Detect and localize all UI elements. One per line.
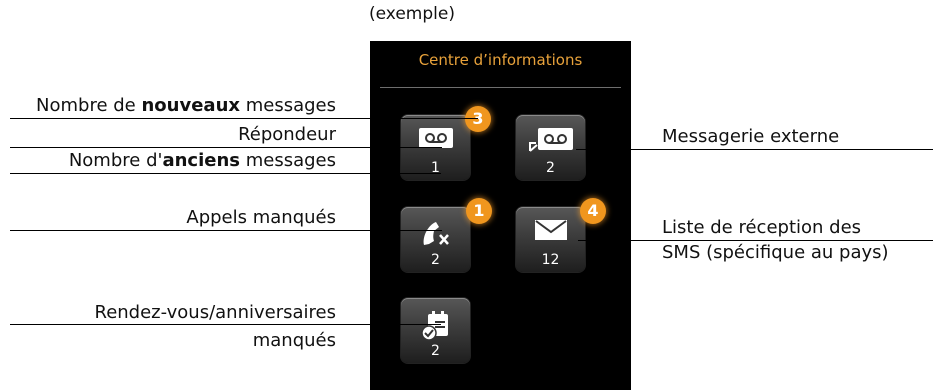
voicemail-icon [418,128,453,148]
tile-count: 2 [431,252,440,268]
tile-missed-calls[interactable]: 2 [401,207,470,272]
label-sms-line1: Liste de réception des [662,217,862,238]
tile-sms-inbox[interactable]: 12 [516,207,585,272]
tile-count: 1 [431,160,440,176]
label-old-messages: Nombre d'anciens messages [68,150,336,171]
tile-count: 2 [431,343,440,359]
missed-calls-badge: 1 [466,198,492,224]
label-sms-line2: SMS (spécifique au pays) [662,242,889,263]
label-missed-calls: Appels manqués [186,207,336,228]
label-appointments-line1: Rendez-vous/anniversaires [94,302,337,323]
tile-missed-appointments[interactable]: 2 [401,298,470,363]
sms-badge: 4 [580,198,606,224]
label-new-messages: Nombre de nouveaux messages [36,95,336,116]
leader-external-voicemail [576,149,933,150]
caption: (exemple) [369,4,455,24]
leader-old-messages [10,173,441,174]
leader-appointments [10,324,441,325]
missed-call-icon [423,222,449,245]
tile-count: 12 [541,252,560,268]
calendar-icon [420,311,448,341]
label-appointments-line2: manqués [252,330,336,351]
label-external-voicemail: Messagerie externe [662,126,840,147]
external-voicemail-icon [528,128,573,152]
label-answering-machine: Répondeur [238,124,336,145]
tile-count: 2 [546,160,555,176]
screen-title: Centre d’informations [418,51,583,69]
screen-divider [380,87,621,88]
leader-sms [578,240,933,241]
leader-missed-calls [10,230,442,231]
device-screen: Centre d’informations 1 3 2 2 1 [370,41,631,390]
leader-new-messages [10,118,478,119]
leader-answering-machine [10,147,442,148]
new-messages-badge: 3 [465,106,491,132]
tile-external-voicemail[interactable]: 2 [516,115,585,180]
envelope-icon [534,220,567,240]
